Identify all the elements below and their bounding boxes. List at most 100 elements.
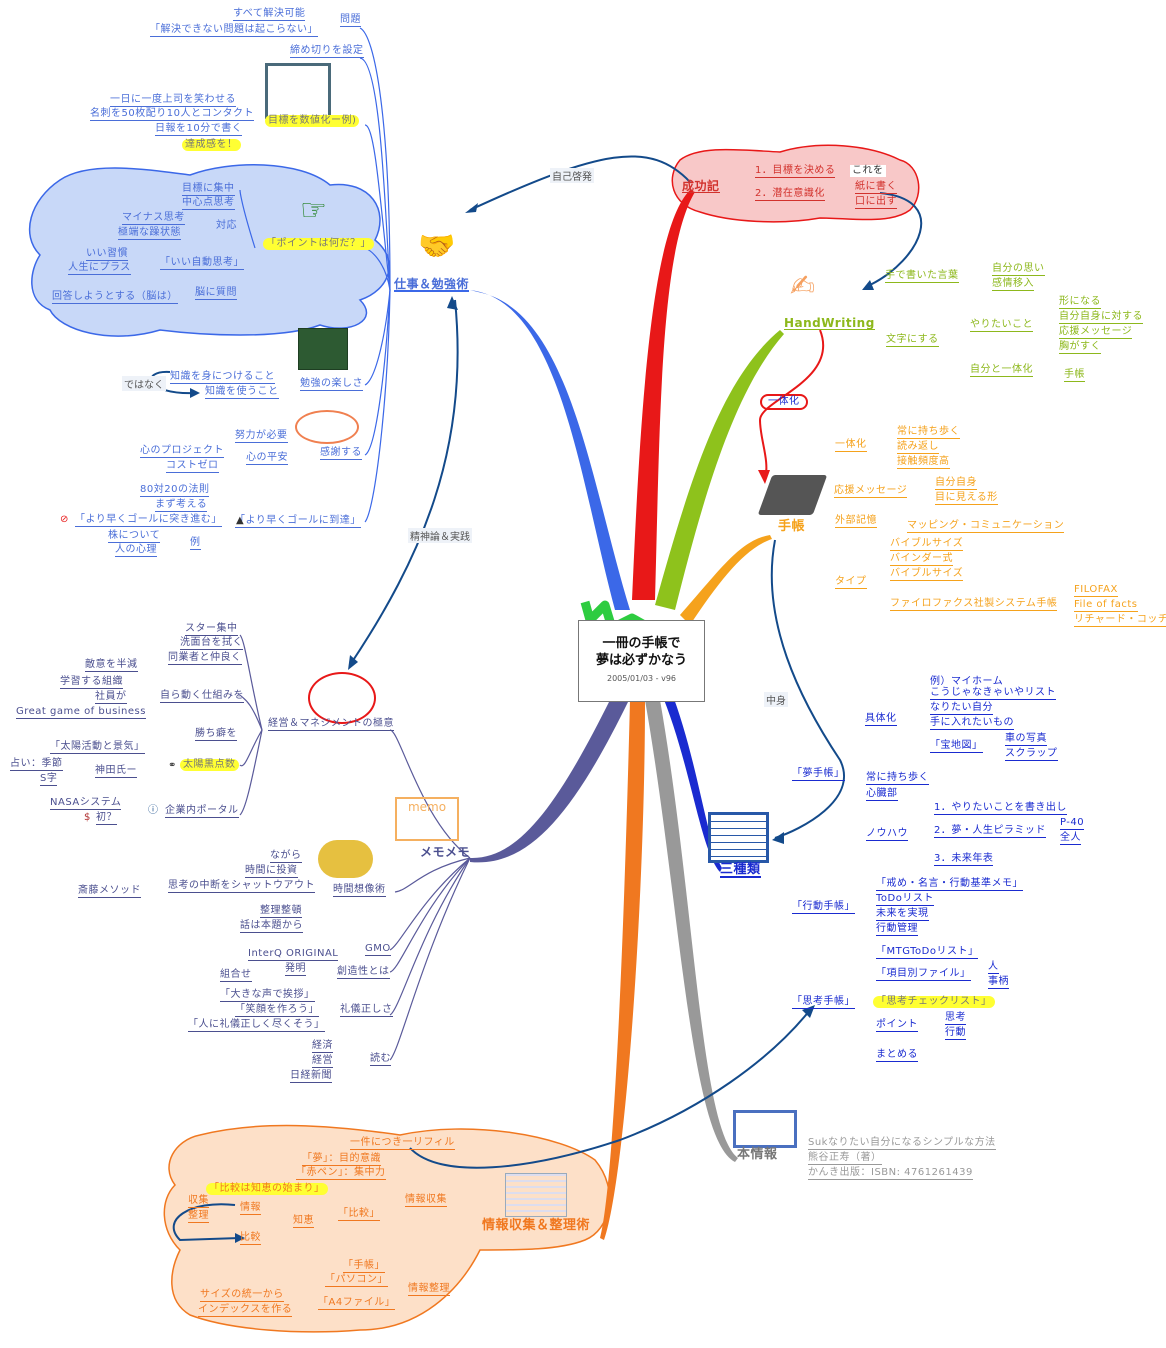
node-invent[interactable]: 発明 [285, 963, 306, 976]
node-item-file[interactable]: 「項目別ファイル」 [876, 968, 971, 981]
node-problem-c2[interactable]: 「解決できない問題は起こらない」 [150, 24, 318, 37]
node-read-c3[interactable]: 日経新聞 [290, 1070, 332, 1083]
node-filofax-system[interactable]: ファイロファクス社製システム手帳 [890, 598, 1058, 611]
node-want-c1[interactable]: 形になる [1059, 296, 1101, 309]
node-organize[interactable]: 情報整理 [408, 1283, 450, 1296]
relation-label-unify[interactable]: 一体化 [760, 394, 808, 410]
node-think-checklist[interactable]: 「思考チェックリスト」 [873, 996, 995, 1008]
node-info-c2[interactable]: 整理 [188, 1210, 209, 1223]
node-response-c2[interactable]: 極端な躁状態 [118, 227, 181, 240]
node-hand-words-c2[interactable]: 感情移入 [992, 278, 1034, 291]
node-study-c1[interactable]: 知識を身につけること [170, 371, 275, 384]
node-think-techo[interactable]: 「思考手帳」 [792, 996, 855, 1009]
node-point-c2[interactable]: 中心点思考 [182, 197, 235, 210]
topic-info[interactable]: 情報収集＆整理術 [482, 1218, 591, 1233]
node-organize-c1[interactable]: 「手帳」 [343, 1260, 385, 1273]
node-peace[interactable]: 心の平安 [246, 452, 288, 465]
node-action-c2[interactable]: ToDoリスト [876, 893, 934, 906]
node-portal-c2[interactable]: 初？ [96, 812, 117, 825]
node-wisdom-compare[interactable]: 比較 [240, 1232, 261, 1245]
node-example-c2[interactable]: 人の心理 [115, 544, 157, 557]
node-portal[interactable]: 企業内ポータル [165, 805, 239, 818]
node-peace-c2[interactable]: コストゼロ [166, 460, 219, 473]
node-want-c2[interactable]: 自分自身に対する [1059, 311, 1143, 324]
node-goal-c4[interactable]: 達成感を！ [182, 139, 241, 151]
node-concrete-c2[interactable]: こうじゃなきゃいやリスト [930, 687, 1056, 700]
node-combo[interactable]: 組合せ [220, 969, 252, 982]
node-map-c2[interactable]: スクラップ [1005, 748, 1058, 761]
node-success-c2[interactable]: 2．潜在意識化 [755, 188, 825, 201]
node-techo-unify-c1[interactable]: 常に持ち歩く [897, 426, 960, 439]
node-hand-one[interactable]: 自分と一体化 [970, 364, 1033, 377]
node-problem-c1[interactable]: すべて解決可能 [233, 8, 306, 21]
node-reach-c1[interactable]: 80対20の法則 [140, 484, 210, 497]
node-hand-words[interactable]: 手で書いた言葉 [885, 270, 959, 283]
node-self-move[interactable]: 自ら動く仕組みを [160, 690, 244, 703]
node-reach-c2[interactable]: まず考える [155, 499, 208, 512]
node-wisdom-info[interactable]: 情報 [240, 1202, 261, 1215]
node-manners-c3[interactable]: 「人に礼儀正しく尽くそう」 [188, 1019, 325, 1032]
node-wisdom[interactable]: 知恵 [293, 1215, 314, 1228]
node-filo-c3[interactable]: リチャード・コッチ [1074, 614, 1166, 627]
node-example[interactable]: 例 [190, 537, 201, 550]
node-hand-want[interactable]: やりたいこと [970, 319, 1033, 332]
node-want-c4[interactable]: 胸がすく [1059, 341, 1101, 354]
node-compare[interactable]: 「比較」 [338, 1208, 380, 1221]
node-concrete-c3[interactable]: なりたい自分 [930, 702, 993, 715]
node-dream-techo[interactable]: 「夢手帳」 [792, 768, 845, 781]
node-portal-c1[interactable]: NASAシステム [50, 797, 122, 810]
node-type-c1[interactable]: バイブルサイズ [890, 538, 964, 551]
node-techo-unify[interactable]: 一体化 [835, 439, 867, 452]
node-knowhow[interactable]: ノウハウ [866, 828, 908, 841]
node-action-c3[interactable]: 未来を実現 [876, 908, 929, 921]
node-goal-numeric[interactable]: 目標を数値化ー例) [265, 115, 360, 127]
node-concrete-c1[interactable]: 例）マイホーム [930, 676, 1004, 687]
node-kanda[interactable]: 神田氏ー [95, 765, 137, 778]
node-type-c3[interactable]: バイブルサイズ [890, 568, 964, 581]
node-know-c3[interactable]: 3．未来年表 [934, 853, 994, 866]
node-compare-quote[interactable]: 「比較は知恵の始まり」 [206, 1183, 328, 1195]
node-reach-goal[interactable]: 「より早くゴールに到達」 [235, 515, 361, 528]
node-point-c1[interactable]: 目標に集中 [182, 183, 235, 196]
node-manners-c1[interactable]: 「大きな声で挨拶」 [220, 989, 315, 1002]
node-sunspot[interactable]: 太陽黒点数 [180, 759, 239, 771]
node-success-sub1[interactable]: 紙に書く [855, 181, 897, 194]
central-topic[interactable]: 一冊の手帳で 夢は必ずかなう 2005/01/03 - v96 [578, 620, 705, 702]
node-peace-c1[interactable]: 心のプロジェクト [140, 445, 224, 458]
node-filo-c2[interactable]: File of facts [1074, 599, 1138, 612]
node-file-c1[interactable]: 人 [988, 961, 999, 974]
node-info-c1[interactable]: 収集 [188, 1195, 209, 1208]
node-techo-unify-c3[interactable]: 接触頻度高 [897, 456, 950, 469]
topic-techo[interactable]: 手帳 [778, 519, 806, 534]
node-rival[interactable]: 敵意を半減 [85, 659, 138, 672]
node-mtg-todo[interactable]: 「MTGToDoリスト」 [876, 946, 979, 959]
node-goal-c1[interactable]: 一日に一度上司を笑わせる [110, 94, 236, 107]
node-organize-c2[interactable]: 「パソコン」 [325, 1274, 388, 1287]
node-read-c1[interactable]: 経済 [312, 1040, 333, 1053]
node-kanda-c1[interactable]: 占い：季節 [10, 758, 63, 771]
node-book-c3[interactable]: かんき出版：ISBN: 4761261439 [808, 1167, 973, 1180]
node-map-c1[interactable]: 車の写真 [1005, 733, 1047, 746]
node-success-sub2[interactable]: 口に出す [855, 196, 897, 209]
node-hand-one-c1[interactable]: 手帳 [1064, 369, 1085, 382]
node-manners[interactable]: 礼儀正しさ [340, 1004, 393, 1017]
node-book-c2[interactable]: 熊谷正寿（著） [808, 1152, 882, 1165]
node-concrete[interactable]: 具体化 [865, 713, 897, 726]
node-problem[interactable]: 問題 [340, 14, 361, 27]
node-gmo-c1[interactable]: InterQ ORIGINAL [248, 948, 339, 961]
node-a4-c2[interactable]: インデックスを作る [198, 1304, 293, 1317]
node-example-c1[interactable]: 株について [108, 530, 161, 543]
node-response-c1[interactable]: マイナス思考 [122, 212, 185, 225]
node-auto-c1[interactable]: いい習慣 [86, 248, 128, 261]
node-time-c5[interactable]: 話は本題から [240, 920, 303, 933]
node-treasure-map[interactable]: 「宝地図」 [930, 740, 983, 753]
node-manners-c2[interactable]: 「笑顔を作ろう」 [235, 1004, 319, 1017]
node-effort[interactable]: 努力が必要 [235, 430, 288, 443]
node-goal-c2[interactable]: 名刺を50枚配り10人とコンタクト [90, 108, 254, 121]
node-self-c2[interactable]: 社員が [95, 691, 127, 704]
node-self-c1[interactable]: 学習する組織 [60, 676, 123, 689]
node-pyramid-c2[interactable]: 全人 [1060, 832, 1081, 845]
node-self-c3[interactable]: Great game of business [16, 706, 146, 719]
node-always-carry[interactable]: 常に持ち歩く [866, 772, 929, 785]
node-concrete-c4[interactable]: 手に入れたいもの [930, 717, 1014, 730]
